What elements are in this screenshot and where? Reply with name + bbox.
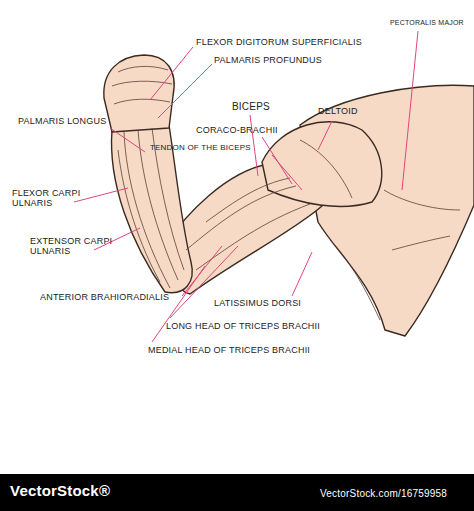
- muscle-label: PALMARIS LONGUS: [18, 116, 106, 126]
- watermark-text: VectorStock.com/16759958: [320, 488, 447, 500]
- watermark-text: VectorStock®: [10, 482, 110, 499]
- muscle-label: PALMARIS PROFUNDUS: [214, 55, 322, 65]
- muscle-label: LATISSIMUS DORSI: [214, 298, 301, 308]
- muscle-label: CORACO-BRACHII: [196, 125, 278, 135]
- muscle-label: FLEXOR DIGITORUM SUPERFICIALIS: [196, 37, 362, 47]
- muscle-label: DELTOID: [318, 106, 358, 116]
- fist-shape: [104, 55, 174, 132]
- muscle-label: EXTENSOR CARPI ULNARIS: [30, 236, 126, 257]
- muscle-label: TENDON OF THE BICEPS: [150, 143, 251, 152]
- muscle-label: ANTERIOR BRAHIORADIALIS: [40, 292, 169, 302]
- deltoid-shape: [262, 122, 382, 207]
- watermark-bar: [0, 474, 474, 511]
- muscle-label: PECTORALIS MAJOR: [390, 19, 464, 27]
- muscle-label: BICEPS: [232, 101, 270, 113]
- muscle-lines: [112, 66, 460, 320]
- muscle-label: MEDIAL HEAD OF TRICEPS BRACHII: [148, 345, 310, 355]
- muscle-label: LONG HEAD OF TRICEPS BRACHII: [166, 321, 320, 331]
- muscle-label: FLEXOR CARPI ULNARIS: [12, 188, 92, 209]
